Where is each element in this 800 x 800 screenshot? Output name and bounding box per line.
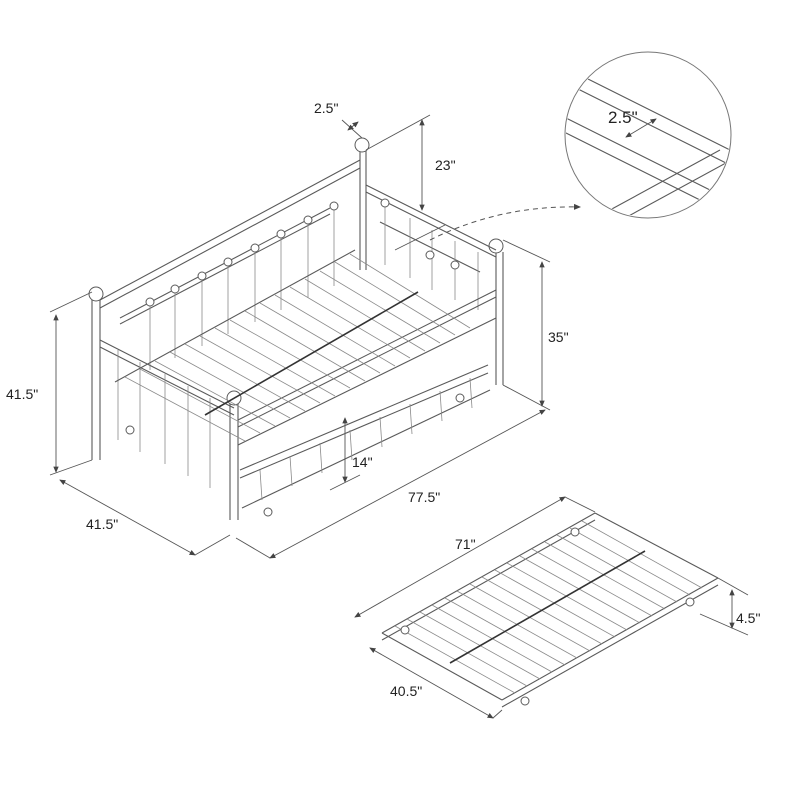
dim-armrest-height-label: 35" [548, 329, 569, 345]
dim-overall-depth-label: 41.5" [86, 516, 119, 532]
detail-slat-spacing-label: 2.5" [608, 108, 638, 127]
trundle-dimension-lines [354, 496, 749, 719]
dim-trundle-clearance-label: 14" [352, 454, 373, 470]
dim-trundle-height-label: 4.5" [736, 610, 761, 626]
dim-trundle-length-label: 71" [455, 536, 476, 552]
dim-post-width-label: 2.5" [314, 100, 339, 116]
daybed-frame [88, 137, 504, 520]
slat-detail-callout [564, 51, 732, 219]
daybed-dimension-lines [49, 114, 581, 559]
dim-trundle-width-label: 40.5" [390, 683, 423, 699]
dim-overall-height-label: 41.5" [6, 386, 39, 402]
dim-footboard-height-label: 23" [435, 157, 456, 173]
dim-overall-length-label: 77.5" [408, 489, 441, 505]
trundle-frame [381, 512, 719, 708]
